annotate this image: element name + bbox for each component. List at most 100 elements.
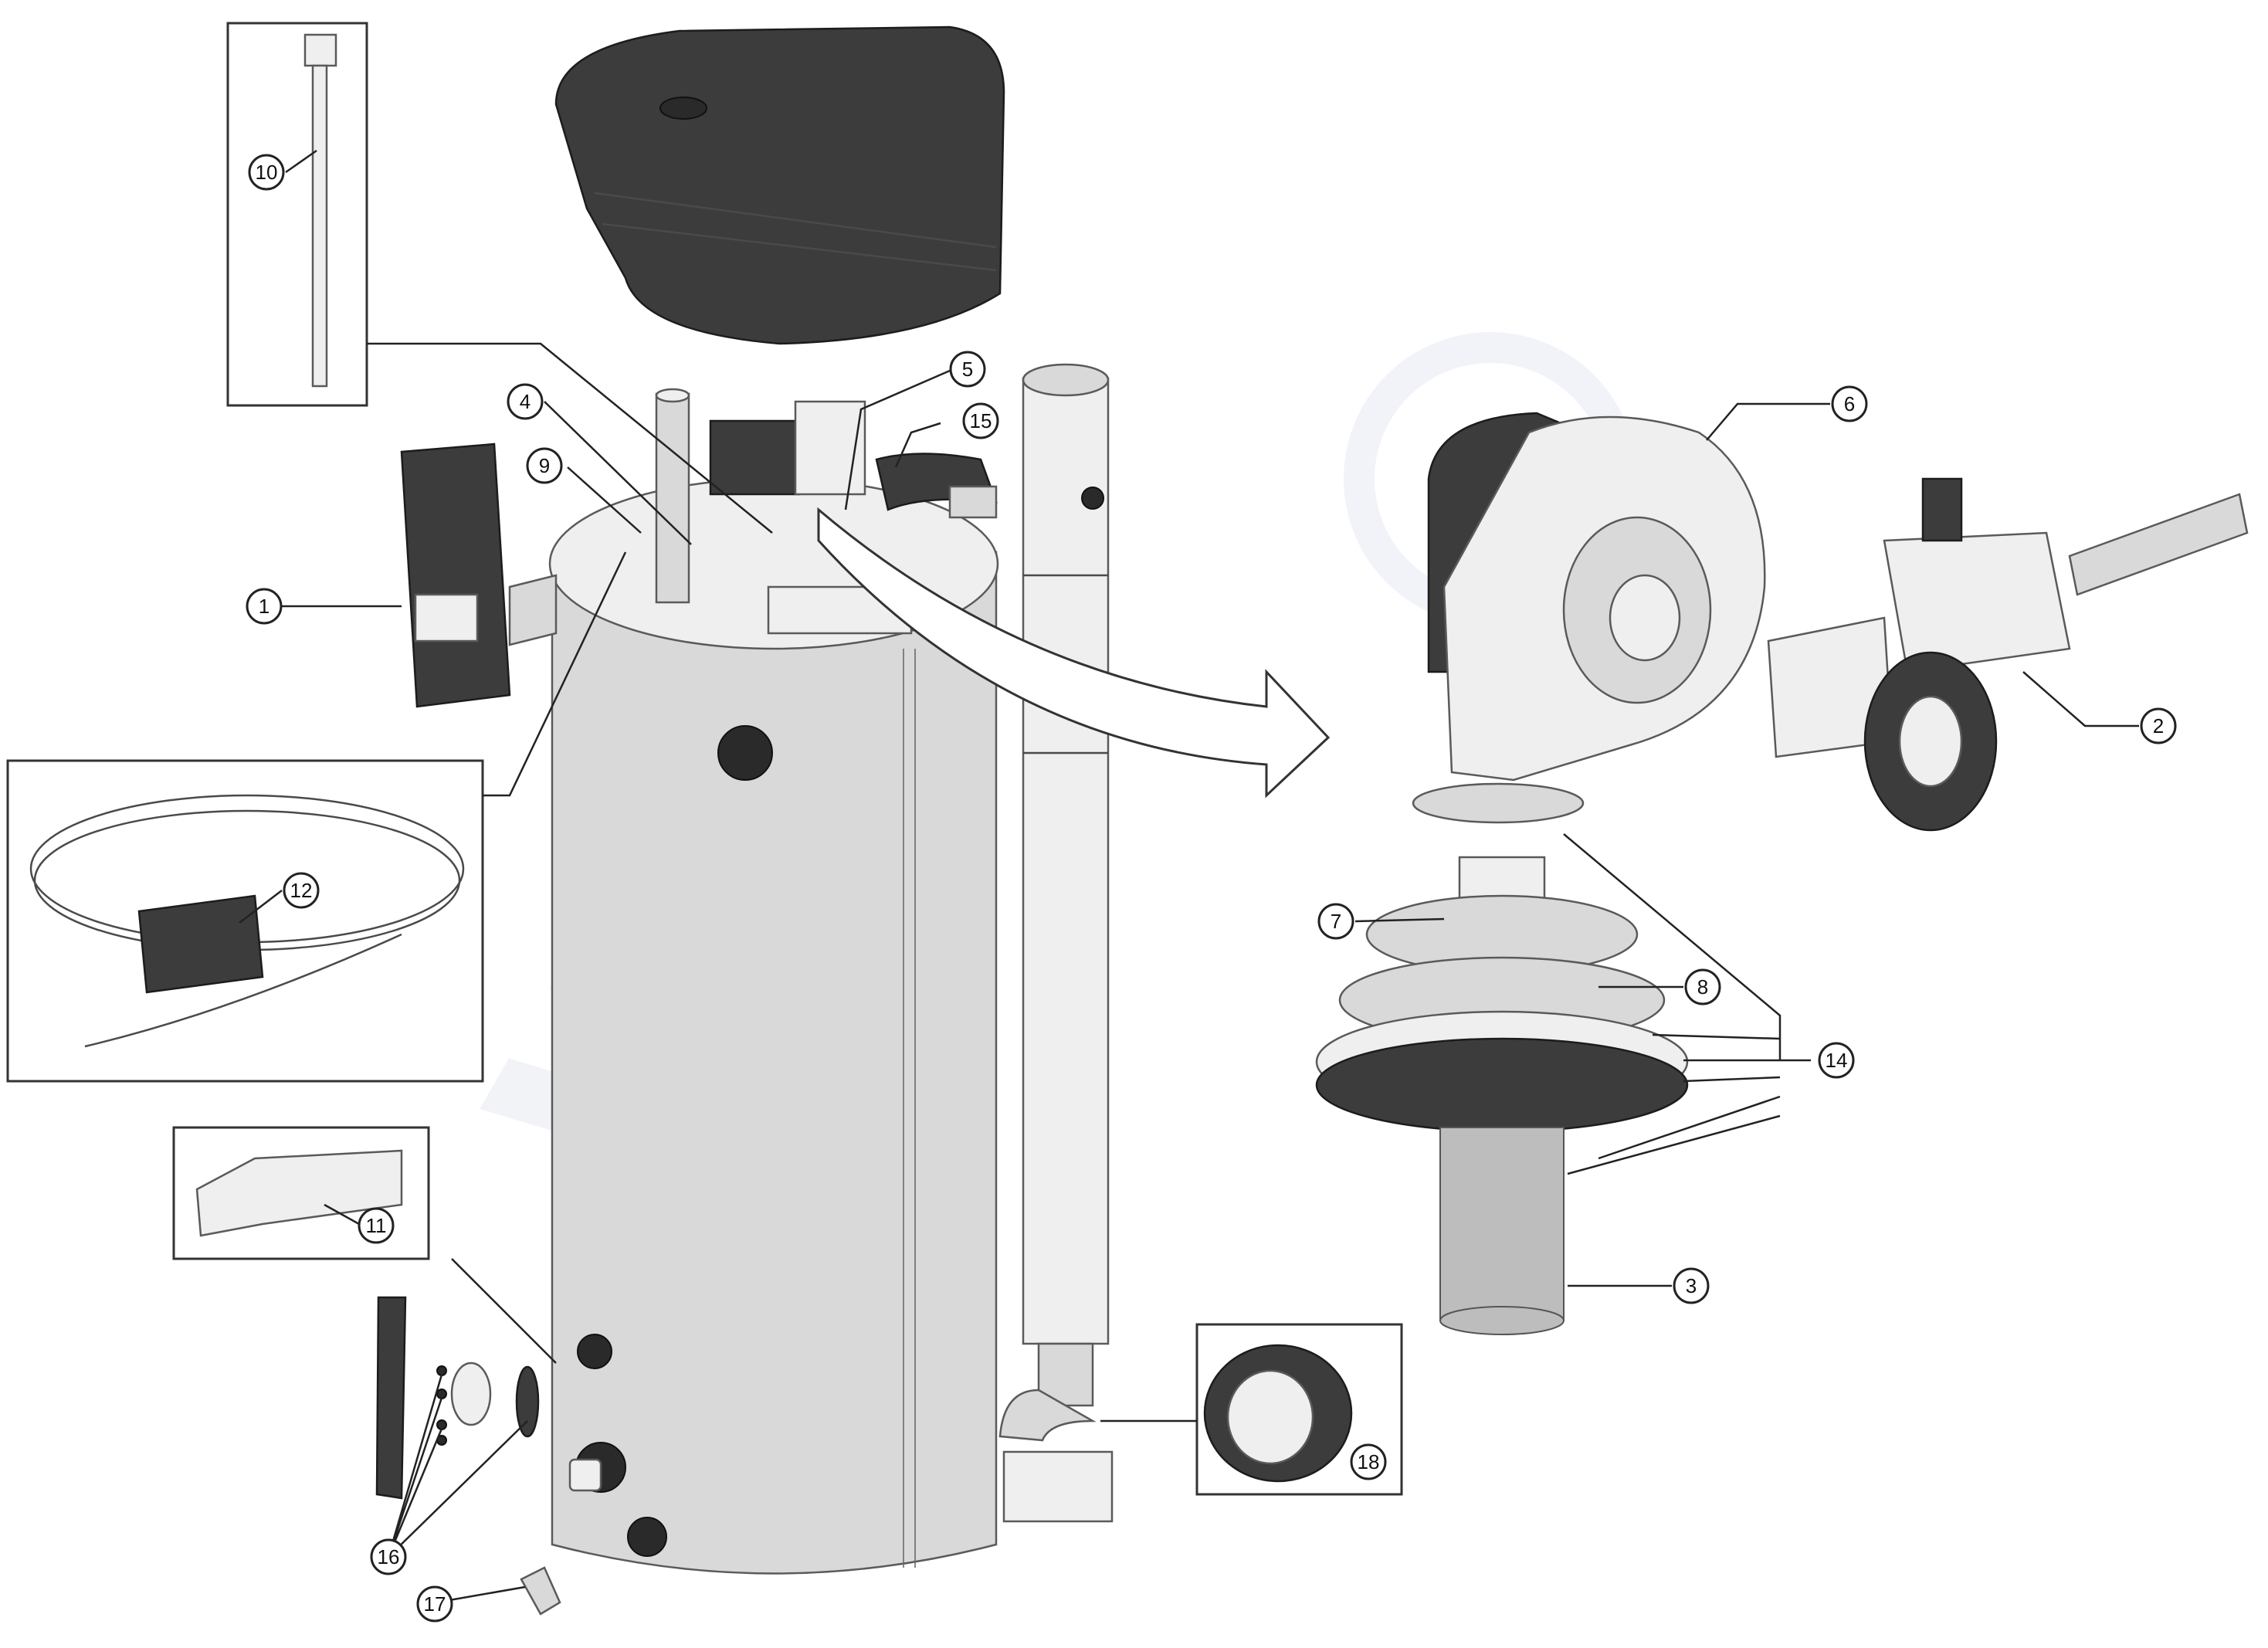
exhaust-pipe-port — [1081, 487, 1104, 510]
leader-14 — [1563, 833, 1811, 1175]
leader-2 — [2022, 671, 2139, 727]
condensate-trap — [1002, 1450, 1114, 1523]
upper-port — [717, 725, 773, 781]
cover-hole — [659, 97, 707, 120]
drain-valve-body — [520, 1566, 561, 1616]
leader-9 — [567, 466, 642, 534]
vent-stub-top — [655, 388, 690, 403]
callout-16-label: 16 — [378, 1545, 400, 1568]
leader-10 — [285, 149, 317, 174]
gas-inlet-pipe — [2068, 493, 2249, 596]
top-gas-valve — [794, 400, 866, 496]
callout-3: 3 — [1673, 1267, 1710, 1304]
top-blower — [709, 419, 801, 496]
leader-5 — [844, 369, 951, 510]
leader-16 — [387, 1374, 528, 1558]
callout-7: 7 — [1317, 903, 1354, 940]
vent-stub — [655, 392, 690, 604]
port-b-fitting — [568, 1458, 602, 1492]
panel-cover — [375, 1296, 407, 1500]
tank-body — [551, 551, 998, 1575]
exhaust-pipe — [1022, 377, 1110, 1345]
pressure-switch-harness — [29, 794, 465, 1048]
leader-lines — [239, 149, 2139, 1604]
pressure-switch — [137, 894, 264, 994]
leader-11 — [324, 1203, 360, 1226]
callout-8: 8 — [1684, 968, 1721, 1005]
panel-plate — [450, 1361, 492, 1426]
temperature-probe — [303, 33, 337, 388]
callout-18: 18 — [1350, 1443, 1387, 1480]
callout-3-label: 3 — [1686, 1274, 1697, 1297]
leader-7 — [1354, 917, 1445, 923]
drain-valve — [520, 1566, 561, 1616]
callout-10: 10 — [248, 154, 285, 191]
gas-valve-body — [1883, 531, 2071, 673]
callout-5: 5 — [949, 351, 986, 388]
access-panel — [375, 1296, 540, 1500]
top-connector — [948, 485, 998, 519]
burner-mesh — [1439, 1127, 1565, 1321]
burner-door-gasket — [1315, 1037, 1689, 1133]
callout-12-label: 12 — [290, 879, 313, 902]
screw-1 — [436, 1365, 447, 1376]
thermistor-sensor — [195, 1149, 403, 1237]
electronic-control — [400, 443, 558, 708]
callout-15: 15 — [962, 402, 999, 439]
callout-6-label: 6 — [1844, 392, 1855, 415]
callout-16: 16 — [370, 1538, 407, 1575]
callout-14: 14 — [1818, 1042, 1855, 1079]
gas-orifice-cup-inner — [1898, 695, 1963, 788]
leader-15 — [894, 422, 941, 468]
screw-3 — [436, 1419, 447, 1430]
callout-6: 6 — [1831, 385, 1868, 422]
leader-11-to-tank — [451, 1258, 557, 1364]
coupling-inner — [1226, 1369, 1314, 1465]
probe-head — [303, 33, 337, 67]
callout-11-label: 11 — [366, 1214, 387, 1237]
vent-coupling — [1203, 1344, 1353, 1483]
leader-12-to-tank — [483, 551, 627, 797]
exhaust-elbow-bend — [998, 1389, 1097, 1442]
leader-12 — [239, 890, 283, 924]
callout-15-label: 15 — [970, 409, 992, 432]
leader-10-to-tank — [367, 342, 773, 534]
callout-4-label: 4 — [520, 390, 531, 413]
sensor-body — [195, 1149, 403, 1237]
control-housing — [400, 443, 511, 708]
burner-mesh-bottom — [1439, 1306, 1565, 1335]
callout-17-label: 17 — [424, 1592, 446, 1616]
callout-4: 4 — [507, 383, 544, 420]
port-a — [577, 1334, 612, 1369]
callout-1-label: 1 — [259, 595, 270, 618]
callout-11: 11 — [358, 1207, 395, 1244]
callout-18-label: 18 — [1358, 1450, 1380, 1473]
callout-14-label: 14 — [1826, 1049, 1848, 1072]
gas-valve-solenoid — [1921, 477, 1963, 542]
callout-10-label: 10 — [256, 161, 278, 184]
water-heater-tank — [548, 388, 999, 1575]
cover-rib-1 — [594, 192, 997, 249]
leader-6 — [1706, 402, 1830, 441]
top-cover — [554, 25, 1005, 345]
callout-9: 9 — [526, 447, 563, 484]
callout-2: 2 — [2140, 707, 2177, 744]
blower-gasket — [1412, 782, 1585, 824]
blower-outlet — [1609, 574, 1681, 662]
callout-1: 1 — [246, 588, 283, 625]
exhaust-pipe-assembly — [998, 363, 1114, 1523]
screw-2 — [436, 1389, 447, 1399]
leader-4 — [544, 401, 692, 545]
exhaust-pipe-top — [1022, 363, 1110, 397]
cover-body — [554, 25, 1005, 345]
callout-12: 12 — [283, 872, 320, 909]
callout-2-label: 2 — [2153, 714, 2164, 738]
drain-port — [627, 1517, 667, 1557]
detail-arrow — [817, 507, 1331, 799]
harness-tail — [84, 933, 402, 1048]
panel-gasket — [515, 1365, 540, 1438]
callout-8-label: 8 — [1697, 975, 1708, 999]
probe-rod — [311, 64, 328, 388]
cover-rib-2 — [602, 222, 997, 272]
